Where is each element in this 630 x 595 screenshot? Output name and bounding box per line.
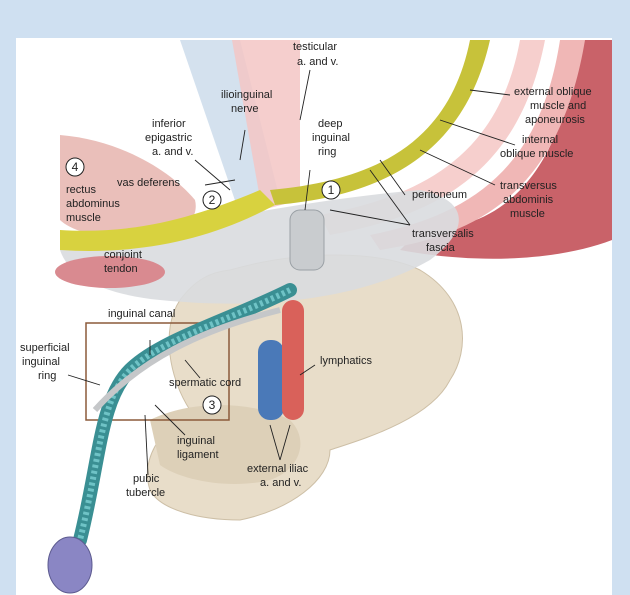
label-testicular: testicular — [293, 41, 337, 53]
label-transversalis-fascia: fascia — [426, 242, 456, 254]
label-epigastric-av: a. and v. — [152, 146, 193, 158]
label-deep: deep — [318, 118, 342, 130]
marker-1: 1 — [322, 181, 340, 199]
label-abdominus: abdominus — [66, 198, 120, 210]
marker-2-label: 2 — [209, 193, 216, 207]
label-transversalis: transversalis — [412, 228, 474, 240]
label-external-iliac: external iliac — [247, 463, 309, 475]
label-external-iliac-av: a. and v. — [260, 477, 301, 489]
label-superficial: superficial — [20, 342, 70, 354]
label-vas-deferens: vas deferens — [117, 177, 180, 189]
label-superficial-inguinal: inguinal — [22, 356, 60, 368]
deep-ring-cylinder — [290, 210, 324, 270]
label-transversus-abd: abdominis — [503, 194, 554, 206]
label-transversus: transversus — [500, 180, 557, 192]
testis — [48, 537, 92, 593]
label-external-oblique-3: aponeurosis — [525, 114, 585, 126]
label-inguinal-ligament-2: ligament — [177, 449, 219, 461]
label-inguinal-ligament: inguinal — [177, 435, 215, 447]
label-lymphatics: lymphatics — [320, 355, 372, 367]
label-deep-ring: ring — [318, 146, 336, 158]
marker-3: 3 — [203, 396, 221, 414]
external-iliac-vein — [258, 340, 284, 420]
label-spermatic-cord: spermatic cord — [169, 377, 241, 389]
label-ilioinguinal-nerve: nerve — [231, 103, 259, 115]
label-testicular-av: a. and v. — [297, 56, 338, 68]
marker-3-label: 3 — [209, 398, 216, 412]
label-conjoint-tendon: tendon — [104, 263, 138, 275]
marker-2: 2 — [203, 191, 221, 209]
marker-4: 4 — [66, 158, 84, 176]
external-iliac-artery — [282, 300, 304, 420]
label-rectus-muscle: muscle — [66, 212, 101, 224]
label-transversus-muscle: muscle — [510, 208, 545, 220]
label-inferior: inferior — [152, 118, 186, 130]
label-inguinal-canal: inguinal canal — [108, 308, 175, 320]
label-internal-oblique: internal — [522, 134, 558, 146]
label-pubic: pubic — [133, 473, 160, 485]
label-ilioinguinal: ilioinguinal — [221, 89, 272, 101]
label-external-oblique: external oblique — [514, 86, 592, 98]
label-deep-inguinal: inguinal — [312, 132, 350, 144]
marker-1-label: 1 — [328, 183, 335, 197]
marker-4-label: 4 — [72, 160, 79, 174]
label-superficial-ring: ring — [38, 370, 56, 382]
label-rectus: rectus — [66, 184, 96, 196]
label-peritoneum: peritoneum — [412, 189, 467, 201]
label-internal-oblique-2: oblique muscle — [500, 148, 573, 160]
label-external-oblique-2: muscle and — [530, 100, 586, 112]
label-epigastric: epigastric — [145, 132, 193, 144]
label-tubercle: tubercle — [126, 487, 165, 499]
label-conjoint: conjoint — [104, 249, 142, 261]
